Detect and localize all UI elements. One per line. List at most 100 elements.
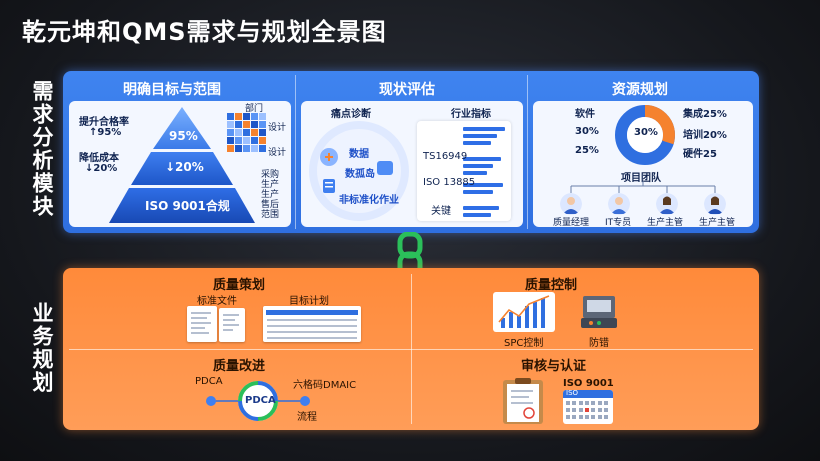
matrix-cell [259,137,266,144]
matrix-cell [259,121,266,128]
pdca-cycle-diagram [206,381,310,421]
it-specialist-avatar-icon [608,193,630,215]
res-left-label-2: 30% [575,126,599,137]
res-right-label-2: 培训20% [683,130,727,141]
matrix-cell [243,113,250,120]
process-label: 流程 [297,412,317,423]
calendar-cell [572,415,577,419]
calendar-cell [566,415,570,419]
calendar-grid [566,401,610,421]
team-title: 项目团队 [621,173,661,184]
iso-calendar-label: ISO 9001 [563,378,614,389]
side-label-business: 业务规划 [30,302,54,394]
calendar-cell [597,408,602,412]
team-member-1: 质量经理 [553,218,590,228]
requirements-panel: 明确目标与范围 提升合格率 ↑95% 降低成本 ↓20% 95% ↓20% IS… [63,71,759,233]
matrix-cell [251,113,258,120]
industry-title: 行业指标 [451,109,491,120]
calendar-cell [584,408,589,412]
calendar-cell [572,401,577,405]
calendar-cell [591,401,596,405]
calendar-cell [603,415,608,419]
industry-item-2: ISO 13885 [423,177,476,188]
calendar-cell [566,401,570,405]
scope-item-2: 生产 [261,180,280,190]
donut-center-label: 30% [634,127,658,138]
bottom-hdivider [69,349,753,350]
res-left-label-3: 25% [575,145,599,156]
matrix-cell [251,145,258,152]
calendar-cell [572,408,577,412]
pain-island-label: 数孤岛 [345,169,375,180]
audit-clipboard-icon [503,378,543,424]
matrix-cell [243,129,250,136]
team-member-4: 生产主管 [699,218,736,228]
scope-item-4: 售后 [261,200,280,210]
industry-item-3: 关键 [431,206,451,217]
matrix-cell [243,145,250,152]
matrix-cell [227,129,234,136]
calendar-cell [578,415,583,419]
matrix-cell [235,145,242,152]
matrix-cell [259,113,266,120]
top-divider-2 [527,75,528,229]
control-title: 质量控制 [525,278,578,293]
matrix-cell [227,121,234,128]
quality-manager-avatar-icon [560,193,582,215]
page-title: 乾元坤和QMS需求与规划全景图 [22,18,387,46]
team-member-3: 生产主管 [647,218,684,228]
target-plan-label: 目标计划 [289,296,329,307]
matrix-cell [235,129,242,136]
pyramid-top-label: 95% [169,129,198,143]
improve-title: 质量改进 [213,359,266,374]
dept-matrix-icon [227,113,267,153]
calendar-cell [591,415,596,419]
calendar-cell [603,401,608,405]
calendar-cell [591,408,596,412]
planning-title: 质量策划 [213,278,266,293]
pass-rate-value: ↑95% [89,127,122,138]
calendar-cell [597,415,602,419]
matrix-cell [243,137,250,144]
pdca-label: PDCA [195,376,223,387]
goals-title: 明确目标与范围 [123,82,221,98]
team-tree-lines [570,181,716,193]
team-member-2: IT专员 [605,218,632,228]
pain-data-label: 数据 [349,149,369,160]
spc-chart-icon [493,292,555,332]
calendar-cell [584,415,589,419]
matrix-cell [251,121,258,128]
status-title: 现状评估 [379,82,435,98]
pdca-center-label: PDCA [245,395,276,406]
calendar-cell [566,408,570,412]
calendar-cell [578,408,583,412]
scope-item-3: 生产 [261,190,280,200]
cost-label: 降低成本 [79,153,119,164]
matrix-cell [251,129,258,136]
calendar-cell [578,401,583,405]
res-right-label-3: 硬件25 [683,149,717,160]
dept-label: 部门 [245,104,264,114]
calendar-cell [584,401,589,405]
goals-pyramid [109,107,255,223]
design-label-1: 设计 [268,123,287,133]
dmaic-label: 六格码DMAIC [293,380,357,391]
iso-calendar-tag: ISO [566,389,579,397]
side-label-requirements: 需求分析模块 [30,80,54,218]
status-card: 痛点诊断 数据 数孤岛 非标准化作业 行业指标 TS16949 [301,101,523,227]
business-panel: 质量策划 标准文件 目标计划 质量控制 SPC控制 防错 质量改进 [63,268,759,430]
pyramid-bottom-label: ISO 9001合规 [145,199,230,213]
matrix-cell [227,113,234,120]
pain-nonstd-label: 非标准化作业 [339,195,399,206]
top-divider-1 [295,75,296,229]
res-left-label-1: 软件 [575,109,595,120]
industry-panel [417,121,511,221]
matrix-cell [243,121,250,128]
scope-item-5: 范围 [261,210,280,220]
matrix-cell [235,121,242,128]
scope-item-1: 采购 [261,170,280,180]
pyramid-mid-label: ↓20% [165,160,204,174]
iso-calendar-icon: ISO [563,389,613,424]
calendar-cell [597,401,602,405]
standard-docs-label: 标准文件 [197,296,237,307]
